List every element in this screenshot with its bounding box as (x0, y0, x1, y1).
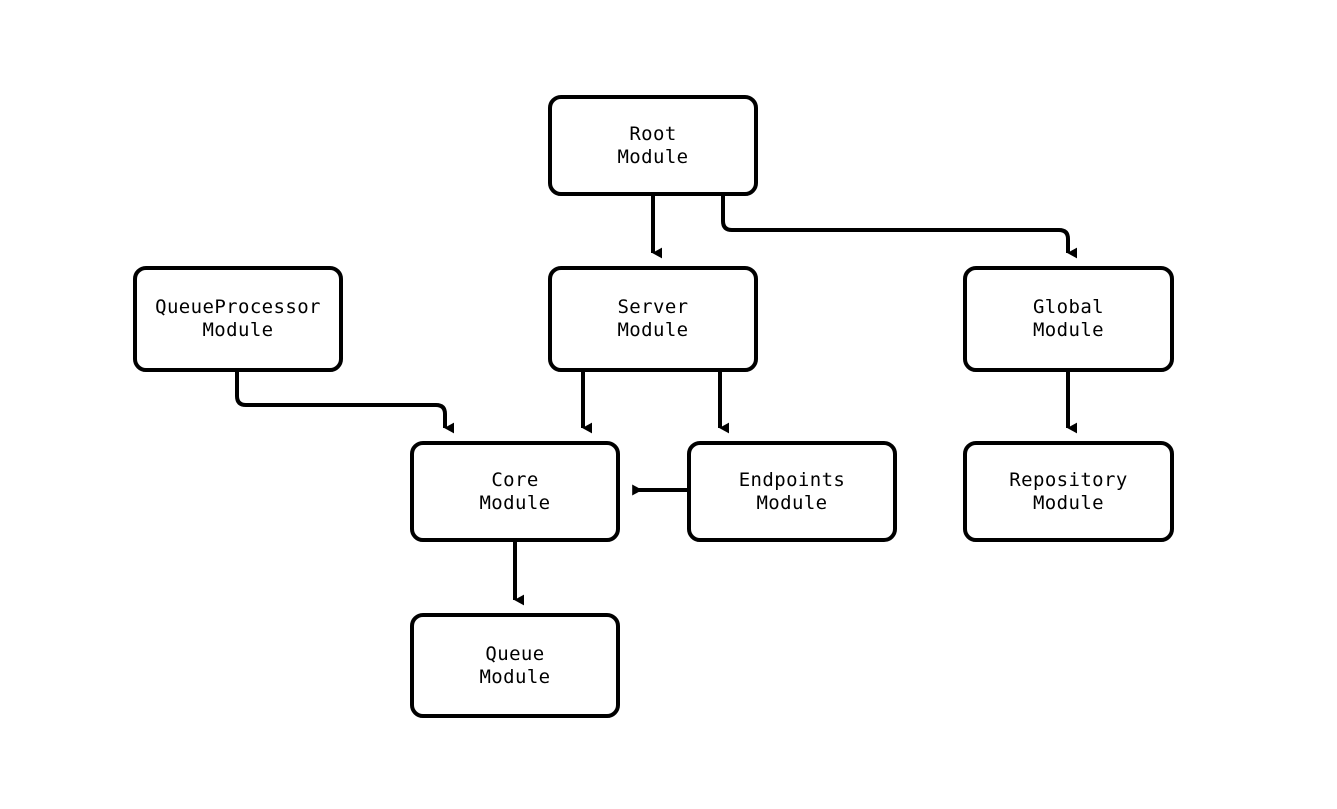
node-queue-module-label-line1: Queue (485, 642, 545, 665)
node-repository-module[interactable]: Repository Module (963, 441, 1174, 542)
edge-queueprocessor-to-core (235, 372, 455, 434)
edge-root-to-global (721, 196, 1078, 259)
node-queue-module-label-line2: Module (479, 665, 551, 688)
node-server-module[interactable]: Server Module (548, 266, 758, 372)
node-repository-module-label-line2: Module (1032, 491, 1105, 514)
node-queueprocessor-module-label-line1: QueueProcessor (155, 296, 321, 318)
node-server-module-label-line2: Module (617, 319, 689, 341)
node-global-module[interactable]: Global Module (963, 266, 1174, 372)
node-endpoints-module-label-line2: Module (756, 491, 828, 514)
node-endpoints-module[interactable]: Endpoints Module (687, 441, 897, 542)
node-global-module-label-line2: Module (1032, 319, 1105, 341)
node-repository-module-label-line1: Repository (1009, 468, 1128, 491)
node-server-module-label-line1: Server (617, 296, 689, 318)
node-root-module-label-line1: Root (629, 122, 677, 145)
node-core-module-label-line1: Core (491, 468, 539, 491)
node-root-module-label-line2: Module (617, 145, 689, 168)
node-core-module[interactable]: Core Module (410, 441, 620, 542)
node-global-module-label-line1: Global (1032, 296, 1105, 318)
node-core-module-label-line2: Module (479, 491, 551, 514)
node-queue-module[interactable]: Queue Module (410, 613, 620, 718)
node-queueprocessor-module-label-line2: Module (202, 319, 274, 341)
node-endpoints-module-label-line1: Endpoints (738, 468, 846, 491)
node-root-module[interactable]: Root Module (548, 95, 758, 196)
node-queueprocessor-module[interactable]: QueueProcessor Module (133, 266, 343, 372)
